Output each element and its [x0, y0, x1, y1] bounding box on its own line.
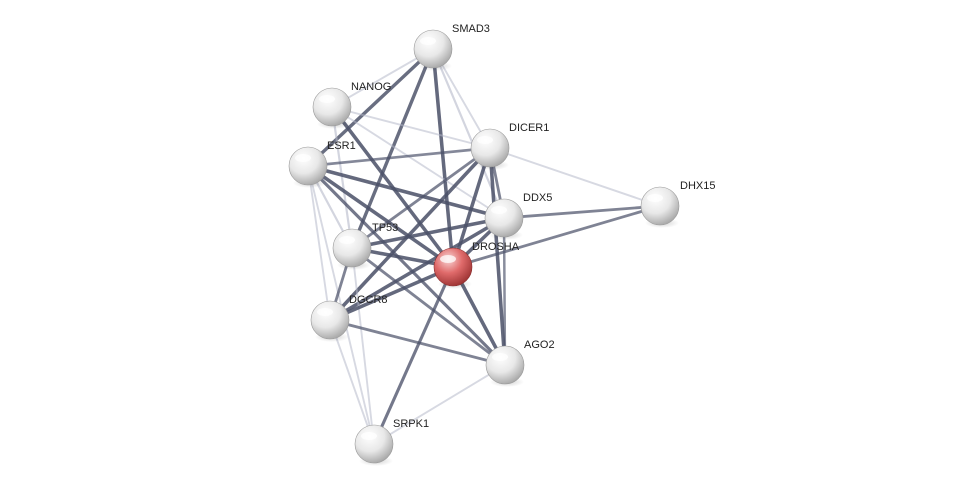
- node-sphere[interactable]: [354, 424, 394, 464]
- node-ddx5[interactable]: DDX5: [484, 192, 552, 240]
- edge-drosha-dgcr8[interactable]: [328, 265, 455, 322]
- node-label-smad3: SMAD3: [452, 23, 490, 35]
- node-ago2[interactable]: AGO2: [485, 339, 555, 387]
- edge-dicer1-dhx15[interactable]: [489, 147, 661, 207]
- edge-smad3-drosha[interactable]: [431, 47, 455, 269]
- edge-smad3-nanog[interactable]: [331, 48, 434, 108]
- node-sphere[interactable]: [640, 186, 680, 226]
- edge-dicer1-tp53[interactable]: [350, 146, 492, 250]
- edge-esr1-dgcr8[interactable]: [307, 165, 331, 321]
- node-label-ddx5: DDX5: [523, 192, 552, 204]
- node-drosha[interactable]: DROSHA: [433, 241, 520, 289]
- node-sphere[interactable]: [484, 198, 524, 238]
- edge-drosha-srpk1[interactable]: [372, 265, 455, 446]
- node-label-ago2: AGO2: [524, 339, 555, 351]
- node-dicer1[interactable]: DICER1: [470, 122, 549, 170]
- edge-ago2-srpk1[interactable]: [373, 364, 506, 445]
- node-label-dgcr8: DGCR8: [349, 294, 388, 306]
- node-highlight: [295, 154, 311, 162]
- edge-ddx5-tp53[interactable]: [350, 216, 506, 250]
- edge-ddx5-ago2[interactable]: [502, 216, 507, 367]
- edge-nanog-tp53[interactable]: [330, 105, 354, 250]
- node-highlight: [339, 236, 355, 244]
- node-srpk1[interactable]: SRPK1: [354, 418, 429, 466]
- edge-nanog-dicer1[interactable]: [331, 106, 491, 149]
- node-label-drosha: DROSHA: [472, 241, 520, 253]
- node-sphere[interactable]: [310, 300, 350, 340]
- node-label-srpk1: SRPK1: [393, 418, 429, 430]
- edge-dicer1-ago2[interactable]: [488, 146, 507, 367]
- node-sphere[interactable]: [485, 345, 525, 385]
- node-label-nanog: NANOG: [351, 81, 391, 93]
- node-sphere[interactable]: [288, 146, 328, 186]
- edge-dgcr8-ago2[interactable]: [328, 318, 507, 367]
- edge-smad3-tp53[interactable]: [350, 47, 435, 250]
- edge-tp53-srpk1[interactable]: [351, 247, 375, 445]
- node-label-dhx15: DHX15: [680, 180, 715, 192]
- edge-smad3-esr1[interactable]: [306, 47, 435, 168]
- node-tp53[interactable]: TP53: [332, 222, 398, 270]
- query-node-sphere[interactable]: [433, 247, 473, 287]
- node-dhx15[interactable]: DHX15: [640, 180, 715, 228]
- node-highlight: [492, 353, 508, 361]
- node-smad3[interactable]: SMAD3: [413, 23, 490, 71]
- node-label-esr1: ESR1: [327, 140, 356, 152]
- edge-tp53-ago2[interactable]: [350, 246, 507, 367]
- node-highlight: [440, 255, 456, 263]
- edge-esr1-ago2[interactable]: [306, 164, 507, 367]
- edge-dhx15-drosha[interactable]: [451, 204, 662, 269]
- edge-esr1-drosha[interactable]: [306, 164, 455, 269]
- node-highlight: [420, 37, 436, 45]
- node-sphere[interactable]: [312, 87, 352, 127]
- node-sphere[interactable]: [332, 228, 372, 268]
- node-sphere[interactable]: [413, 29, 453, 69]
- edges-layer: [306, 47, 662, 446]
- edge-esr1-dicer1[interactable]: [306, 146, 492, 168]
- node-highlight: [491, 206, 507, 214]
- node-highlight: [647, 194, 663, 202]
- edge-dhx15-ddx5[interactable]: [502, 204, 662, 220]
- node-dgcr8[interactable]: DGCR8: [310, 294, 388, 342]
- node-label-dicer1: DICER1: [509, 122, 549, 134]
- node-nanog[interactable]: NANOG: [312, 81, 391, 129]
- node-highlight: [361, 432, 377, 440]
- node-sphere[interactable]: [470, 128, 510, 168]
- node-highlight: [317, 308, 333, 316]
- node-label-tp53: TP53: [372, 222, 398, 234]
- node-highlight: [477, 136, 493, 144]
- node-highlight: [319, 95, 335, 103]
- node-esr1[interactable]: ESR1: [288, 140, 356, 188]
